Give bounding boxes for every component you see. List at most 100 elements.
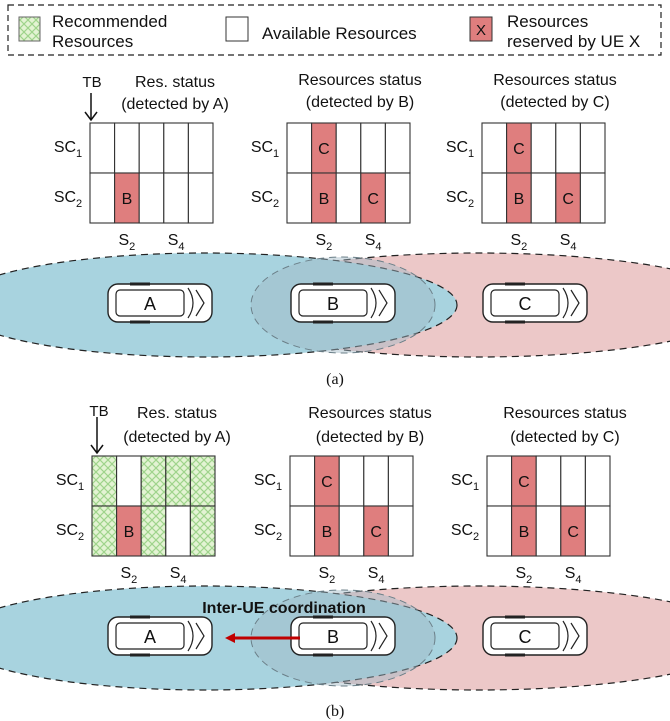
recommended-cell (91, 455, 118, 507)
available-cell (286, 122, 313, 174)
slot-label: S4 (168, 232, 185, 253)
tb-arrowhead (84, 111, 98, 122)
vehicle-cabin (490, 622, 560, 650)
reserved-cell-label: C (370, 524, 382, 541)
available-cell (338, 505, 365, 557)
available-cell (486, 505, 513, 557)
subchannel-label: SC1 (446, 139, 474, 160)
available-cell (116, 455, 142, 507)
panel-caption: (a) (326, 371, 344, 388)
available-cell (530, 172, 557, 224)
reserved-cell (311, 172, 337, 224)
grid-title: Res. status (137, 405, 217, 422)
slot-label: S2 (316, 232, 333, 253)
subchannel-label: SC1 (251, 139, 279, 160)
available-cell (187, 122, 214, 174)
available-cell (560, 455, 586, 507)
legend-reserved-swatch (469, 16, 493, 42)
vehicle-windshield (370, 287, 377, 319)
recommended-cell (140, 455, 167, 507)
vehicle-cabin (298, 622, 368, 650)
recommended-cell (189, 505, 216, 557)
grid-subtitle: (detected by A) (121, 96, 229, 113)
grid-subtitle: (detected by C) (510, 429, 619, 446)
available-cell (286, 172, 313, 224)
vehicle-hood-line (195, 289, 205, 317)
grid-title: Res. status (135, 74, 215, 91)
tb-marker: TB (82, 74, 102, 122)
grid-subtitle: (detected by B) (316, 429, 425, 446)
recommended-cell (189, 455, 216, 507)
available-cell (387, 505, 414, 557)
vehicle-b: B (290, 615, 396, 657)
reserved-cell-label: B (514, 191, 525, 208)
reserved-cell (114, 172, 140, 224)
reserved-cell (555, 172, 581, 224)
reserved-cell (506, 172, 532, 224)
grid-title: Resources status (493, 72, 617, 89)
vehicle-cabin (298, 289, 368, 317)
available-cell (530, 122, 557, 174)
vehicle-a: A (107, 615, 213, 657)
slot-label: S2 (516, 565, 533, 586)
subchannel-label: SC1 (56, 472, 84, 493)
vehicle-windshield (187, 620, 194, 652)
reserved-cell (314, 455, 340, 507)
slot-label: S4 (365, 232, 382, 253)
coverage-ellipse-a (0, 252, 458, 358)
available-cell (335, 122, 362, 174)
vehicle-cabin (490, 289, 560, 317)
reserved-cell-label: C (318, 141, 330, 158)
legend-reserved-mark: X (476, 22, 486, 39)
available-cell (138, 172, 165, 224)
available-cell (481, 172, 508, 224)
grid-subtitle: (detected by A) (123, 429, 231, 446)
available-cell (535, 455, 562, 507)
available-cell (187, 172, 214, 224)
slot-label: S4 (565, 565, 582, 586)
vehicle-label: B (327, 627, 339, 647)
available-cell (165, 505, 191, 557)
reserved-cell (506, 122, 532, 174)
grid-subtitle: (detected by C) (500, 94, 609, 111)
available-cell (163, 122, 189, 174)
subchannel-label: SC2 (251, 189, 279, 210)
reserved-cell (560, 505, 586, 557)
available-cell (486, 455, 513, 507)
available-cell (114, 122, 140, 174)
tb-label: TB (89, 403, 108, 420)
available-cell (89, 122, 116, 174)
available-cell (289, 455, 316, 507)
grid-title: Resources status (298, 72, 422, 89)
available-cell (584, 505, 611, 557)
vehicle-hood-line (195, 622, 205, 650)
grid-title: Resources status (503, 405, 627, 422)
vehicle-b: B (290, 282, 396, 324)
reserved-cell-label: C (321, 474, 333, 491)
slot-label: S4 (170, 565, 187, 586)
reserved-cell-label: B (322, 524, 333, 541)
available-cell (387, 455, 414, 507)
subchannel-label: SC2 (254, 522, 282, 543)
vehicle-windshield (370, 620, 377, 652)
slot-label: S2 (121, 565, 138, 586)
reserved-cell-label: B (122, 191, 133, 208)
grid-subtitle: (detected by B) (306, 94, 415, 111)
coordination-group: Inter-UE coordination (202, 600, 366, 643)
grid-title: Resources status (308, 405, 432, 422)
reserved-cell (311, 122, 337, 174)
recommended-cell (165, 455, 191, 507)
vehicle-label: C (519, 294, 532, 314)
subchannel-label: SC2 (56, 522, 84, 543)
available-cell (481, 122, 508, 174)
legend-frame (7, 4, 662, 56)
vehicle-c: C (482, 615, 588, 657)
available-cell (163, 172, 189, 224)
slot-label: S2 (119, 232, 136, 253)
